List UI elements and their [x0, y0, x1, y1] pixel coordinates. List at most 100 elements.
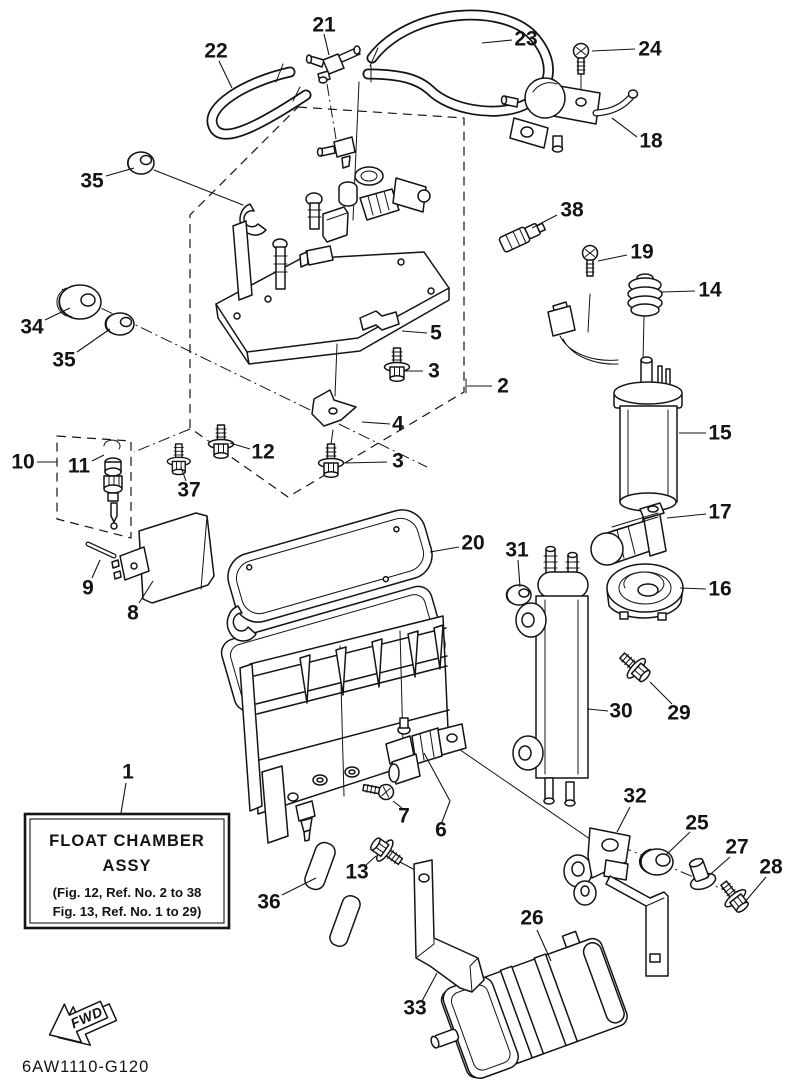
leader-line-30 [587, 708, 609, 712]
title-line-4: Fig. 13, Ref. No. 1 to 29) [53, 904, 202, 919]
part-canister-26 [430, 930, 628, 1079]
leader-line-3 [343, 461, 388, 464]
part-gasket-20 [227, 509, 433, 623]
leader-line-8 [138, 580, 154, 604]
callout-29: 29 [667, 702, 690, 725]
callout-34: 34 [20, 316, 44, 339]
callout-12: 12 [251, 441, 274, 464]
callout-3: 3 [392, 450, 404, 473]
part-bolt-12 [207, 424, 235, 460]
part-grommet-34 [56, 284, 102, 320]
part-drain-fitting [295, 800, 316, 842]
leader-line-32 [616, 806, 631, 833]
leader-line-35 [76, 328, 111, 353]
part-fuel-pump-15 [547, 301, 683, 526]
leader-line-26 [536, 929, 552, 962]
callout-22: 22 [204, 40, 227, 63]
part-bracket-32 [563, 827, 669, 977]
callout-14: 14 [698, 279, 722, 302]
leader-line-28 [743, 876, 767, 904]
part-collar-27 [688, 857, 717, 891]
callout-33: 33 [403, 997, 426, 1020]
leader-line-29 [649, 681, 673, 705]
leader-line-27 [704, 856, 731, 880]
part-screw-7 [361, 779, 396, 802]
callout-18: 18 [639, 130, 663, 153]
part-grommet-35-bottom [104, 312, 135, 336]
part-cover-assembly [215, 136, 450, 365]
title-line-1: FLOAT CHAMBER [49, 832, 205, 850]
callout-6: 6 [435, 819, 447, 842]
leader-line-7 [392, 800, 403, 809]
callout-24: 24 [638, 38, 662, 61]
part-code: 6AW1110-G120 [22, 1058, 149, 1076]
leader-line-21 [323, 33, 330, 56]
callout-10: 10 [11, 451, 34, 474]
part-bolt-28 [713, 874, 755, 918]
callout-20: 20 [461, 532, 484, 555]
assembly-boundary-10 [56, 435, 132, 539]
callout-36: 36 [257, 891, 280, 914]
part-retainer-16 [606, 563, 684, 621]
callout-23: 23 [514, 28, 537, 51]
leader-line-12 [229, 442, 251, 450]
title-label-box: FLOAT CHAMBER ASSY (Fig. 12, Ref. No. 2 … [23, 812, 231, 930]
part-bracket-5 [359, 310, 400, 331]
part-bracket-33 [413, 859, 485, 993]
part-grommet-25 [638, 848, 674, 876]
leader-line-1 [120, 782, 127, 814]
leader-line-23 [481, 39, 513, 44]
part-needle-valve-11 [103, 439, 123, 530]
part-bolt-37 [166, 443, 191, 476]
leader-line-17 [666, 513, 707, 519]
callout-13: 13 [345, 861, 368, 884]
callout-27: 27 [725, 836, 748, 859]
part-hose-22 [206, 63, 312, 140]
part-screw-19 [581, 244, 599, 277]
callout-31: 31 [505, 539, 529, 562]
callout-8: 8 [127, 602, 139, 625]
leader-line-18 [611, 117, 638, 138]
callout-37: 37 [177, 479, 200, 502]
leader-line-11 [91, 454, 105, 462]
part-grommet-31 [505, 584, 532, 606]
callout-19: 19 [630, 241, 653, 264]
leader-line-24 [591, 48, 636, 52]
callout-2: 2 [497, 375, 509, 398]
leader-line-36 [281, 877, 317, 896]
callout-32: 32 [623, 785, 646, 808]
leader-line-9 [91, 559, 101, 579]
leader-line-5 [401, 330, 428, 334]
leader-line-22 [218, 60, 233, 89]
leader-line-16 [679, 587, 707, 590]
part-screw-24 [572, 42, 590, 75]
callout-4: 4 [392, 413, 404, 436]
leader-line-19 [597, 254, 628, 262]
part-bolt-29 [613, 645, 656, 688]
part-pressure-regulator-18 [500, 77, 639, 153]
leader-line-34 [44, 307, 71, 321]
callout-26: 26 [520, 907, 543, 930]
callout-21: 21 [312, 14, 336, 37]
leader-line-20 [429, 546, 460, 553]
callout-16: 16 [708, 578, 731, 601]
part-filter-14 [627, 273, 663, 317]
callout-35: 35 [80, 170, 104, 193]
callout-30: 30 [609, 700, 632, 723]
leader-line-25 [665, 831, 691, 856]
callout-15: 15 [708, 422, 732, 445]
callout-11: 11 [68, 455, 91, 478]
leader-line-14 [661, 290, 696, 293]
leader-line-37 [180, 466, 187, 482]
callout-38: 38 [560, 199, 584, 222]
leader-line-13 [364, 855, 377, 867]
part-grommet-35-top [127, 151, 155, 175]
callout-25: 25 [685, 812, 709, 835]
leader-line-6 [423, 752, 451, 823]
part-bolt-3-lower [317, 443, 345, 479]
leader-line-31 [517, 559, 521, 588]
part-tube-36 [304, 841, 361, 948]
